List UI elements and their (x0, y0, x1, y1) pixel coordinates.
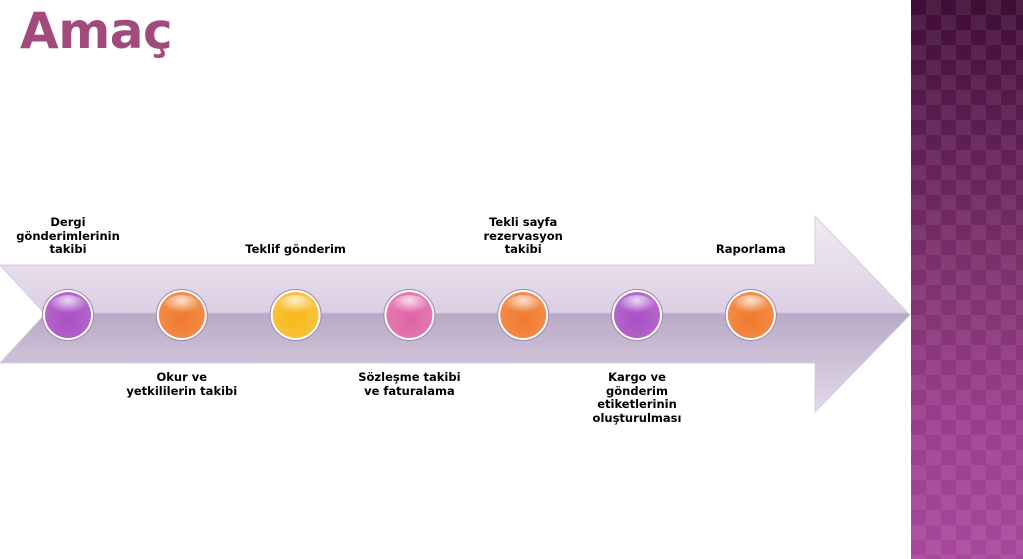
timeline-step-label: Teklif gönderim (245, 242, 346, 257)
marker-highlight (505, 295, 542, 317)
timeline-marker (269, 289, 322, 341)
timeline-step-label: Okur ve yetkililerin takibi (126, 370, 238, 398)
slide-title: Amaç (20, 2, 173, 60)
marker-highlight (163, 295, 200, 317)
decorative-side-panel (911, 0, 1023, 559)
timeline-marker (611, 289, 663, 341)
timeline-step-label: Sözleşme takibi ve faturalama (358, 370, 461, 398)
timeline-marker (724, 289, 777, 341)
timeline-arrow (0, 214, 911, 414)
timeline-marker (155, 289, 208, 341)
marker-highlight (391, 295, 428, 317)
marker-highlight (277, 295, 314, 317)
timeline-marker (42, 289, 94, 341)
marker-highlight (619, 295, 655, 317)
timeline-diagram (0, 214, 911, 414)
timeline-step-label: Tekli sayfa rezervasyon takibi (483, 215, 563, 257)
timeline-step-label: Dergi gönderimlerinin takibi (16, 215, 120, 257)
marker-highlight (732, 295, 769, 317)
timeline-step-label: Raporlama (715, 242, 786, 257)
timeline-marker (497, 289, 550, 341)
marker-highlight (50, 295, 86, 317)
timeline-step-label: Kargo ve gönderim etiketlerinin oluşturu… (592, 370, 682, 425)
timeline-marker (383, 289, 436, 341)
